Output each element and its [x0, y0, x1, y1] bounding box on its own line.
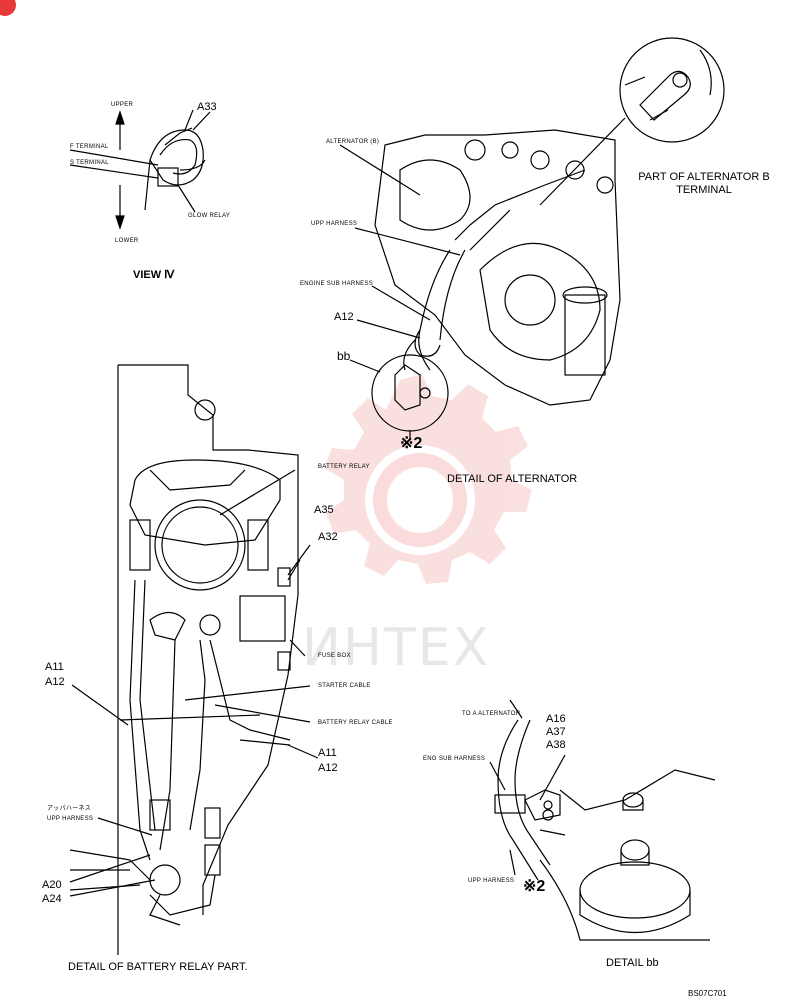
part-alternator-b-caption: PART OF ALTERNATOR B TERMINAL: [634, 172, 774, 196]
ref-a35: A35: [314, 504, 334, 516]
f-terminal-label: F TERMINAL: [70, 144, 109, 150]
detail-bb-caption: DETAIL bb: [606, 957, 659, 969]
ref-a24: A24: [42, 893, 62, 905]
ref-a38: A38: [546, 739, 566, 751]
to-alternator-label: TO A ALTERNATOR: [462, 711, 521, 717]
upp-harness-label-bb: UPP HARNESS: [468, 878, 515, 884]
ref-a32: A32: [318, 531, 338, 543]
watermark-text: ИНТЕХ: [302, 618, 491, 678]
s-terminal-label: S TERMINAL: [70, 160, 109, 166]
bb-marker: bb: [337, 349, 351, 363]
engine-sub-harness-label: ENGINE SUB HARNESS: [300, 281, 374, 287]
battery-relay-cable-label: BATTERY RELAY CABLE: [318, 720, 393, 726]
ref-a12-alternator: A12: [334, 311, 354, 323]
ref-a12-left: A12: [45, 676, 65, 688]
alternator-engine-drawing: [339, 129, 621, 440]
ref-a16: A16: [546, 713, 566, 725]
alternator-b-part-drawing: [539, 37, 725, 206]
upp-harness-label-battery: UPP HARNESS: [47, 816, 94, 822]
part-alternator-b-line2: TERMINAL: [676, 184, 732, 196]
view-iv-drawing: [69, 109, 211, 230]
ref-a11-right: A11: [318, 747, 337, 759]
note-2-alternator: ※2: [400, 435, 423, 452]
lower-label: LOWER: [115, 238, 139, 244]
ref-a12-right: A12: [318, 762, 338, 774]
glow-relay-label: GLOW RELAY: [188, 213, 231, 219]
battery-relay-label: BATTERY RELAY: [318, 464, 370, 470]
upper-label: UPPER: [111, 102, 134, 108]
view-iv-caption: VIEW Ⅳ: [133, 269, 175, 281]
ref-a37: A37: [546, 726, 566, 738]
ref-a11-left: A11: [45, 661, 64, 673]
fuse-box-label: FUSE BOX: [318, 653, 351, 659]
upp-harness-label: UPP HARNESS: [311, 221, 358, 227]
battery-relay-drawing: [69, 364, 319, 955]
corner-badge: [0, 0, 16, 16]
note-2-bb: ※2: [523, 878, 546, 895]
upp-harness-jp-label: アッパハーネス: [47, 806, 92, 812]
alternator-b-label: ALTERNATOR (B): [326, 139, 380, 145]
detail-bb-drawing: [489, 699, 716, 941]
eng-sub-harness-label: ENG SUB HARNESS: [423, 756, 486, 762]
detail-alternator-caption: DETAIL OF ALTERNATOR: [447, 473, 578, 485]
drawing-code: BS07C701: [688, 989, 727, 998]
ref-a20: A20: [42, 879, 62, 891]
watermark-gear: [324, 374, 532, 584]
ref-a33: A33: [197, 101, 217, 113]
starter-cable-label: STARTER CABLE: [318, 683, 371, 689]
part-alternator-b-line1: PART OF ALTERNATOR B: [638, 171, 770, 183]
detail-battery-relay-caption: DETAIL OF BATTERY RELAY PART.: [68, 961, 248, 973]
watermark-ring: [373, 453, 467, 547]
